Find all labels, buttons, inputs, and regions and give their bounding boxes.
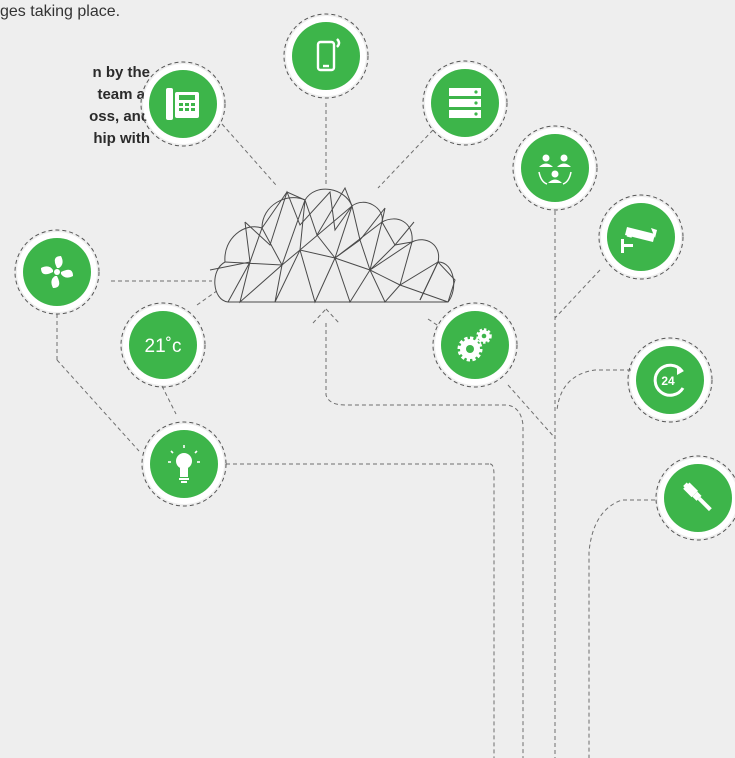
smartphone-icon bbox=[316, 38, 341, 72]
security-camera-icon bbox=[621, 227, 657, 253]
gears-icon bbox=[457, 328, 492, 362]
node-fan[interactable] bbox=[14, 229, 100, 315]
intro-bold-line: n by the bbox=[92, 64, 150, 81]
intro-bold-text: n by the team at oss, and hip with bbox=[0, 62, 150, 150]
intro-bold-line: oss, and bbox=[89, 108, 150, 125]
24-hour-icon: 24 bbox=[653, 363, 685, 397]
fan-icon bbox=[41, 256, 73, 288]
node-ethernet-cable[interactable] bbox=[655, 455, 735, 541]
node-security-camera[interactable] bbox=[598, 194, 684, 280]
cloud-mesh bbox=[209, 186, 456, 304]
node-desk-phone[interactable] bbox=[140, 61, 226, 147]
intro-text: ges taking place. bbox=[0, 3, 121, 20]
intro-bold-line: team at bbox=[97, 86, 150, 103]
24-hour-label: 24 bbox=[661, 374, 675, 388]
node-gears[interactable] bbox=[432, 302, 518, 388]
node-smartphone[interactable] bbox=[283, 13, 369, 99]
node-lightbulb[interactable] bbox=[141, 421, 227, 507]
thermostat-icon: 21˚c bbox=[145, 336, 182, 357]
node-server[interactable] bbox=[422, 60, 508, 146]
server-icon bbox=[449, 88, 481, 118]
node-thermostat[interactable]: 21˚c bbox=[120, 302, 206, 388]
desk-phone-icon bbox=[166, 88, 199, 120]
ethernet-cable-icon bbox=[683, 482, 712, 512]
node-people-network[interactable] bbox=[512, 125, 598, 211]
node-24-hour[interactable]: 24 bbox=[627, 337, 713, 423]
intro-bold-line: hip with bbox=[93, 130, 150, 147]
people-network-icon bbox=[538, 154, 572, 185]
lightbulb-icon bbox=[168, 445, 200, 483]
